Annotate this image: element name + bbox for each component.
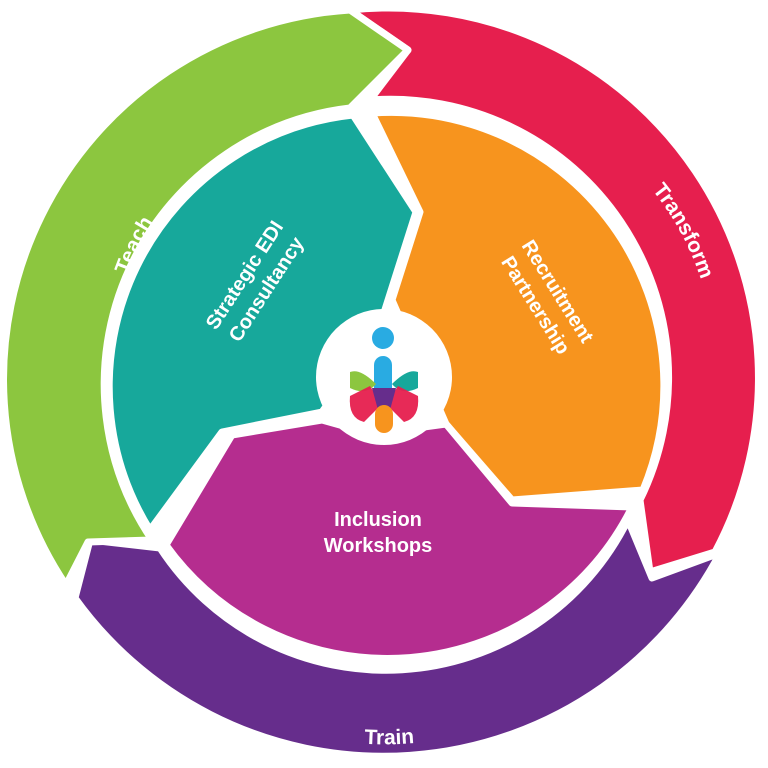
label-inclusion-line-2: Workshops bbox=[324, 535, 433, 557]
ring-label-train: Train bbox=[364, 725, 415, 749]
logo-foot-icon bbox=[375, 405, 393, 433]
inclusion-figure-logo bbox=[316, 309, 452, 445]
inner-segment-inclusion-workshops[interactable] bbox=[162, 416, 636, 662]
logo-head-icon bbox=[372, 327, 394, 349]
logo-center-icon bbox=[372, 388, 396, 410]
label-inclusion-workshops: Inclusion Workshops bbox=[324, 509, 433, 557]
logo-right-arm-icon bbox=[392, 371, 418, 392]
ring-segment-transform[interactable] bbox=[346, 4, 762, 576]
inner-segment-strategic-edi-consultancy[interactable] bbox=[105, 111, 420, 534]
label-inclusion-line-1: Inclusion bbox=[334, 509, 422, 531]
ring-segment-train[interactable] bbox=[71, 516, 724, 760]
logo-left-arm-icon bbox=[350, 371, 376, 392]
ring-segment-teach[interactable] bbox=[0, 6, 412, 589]
